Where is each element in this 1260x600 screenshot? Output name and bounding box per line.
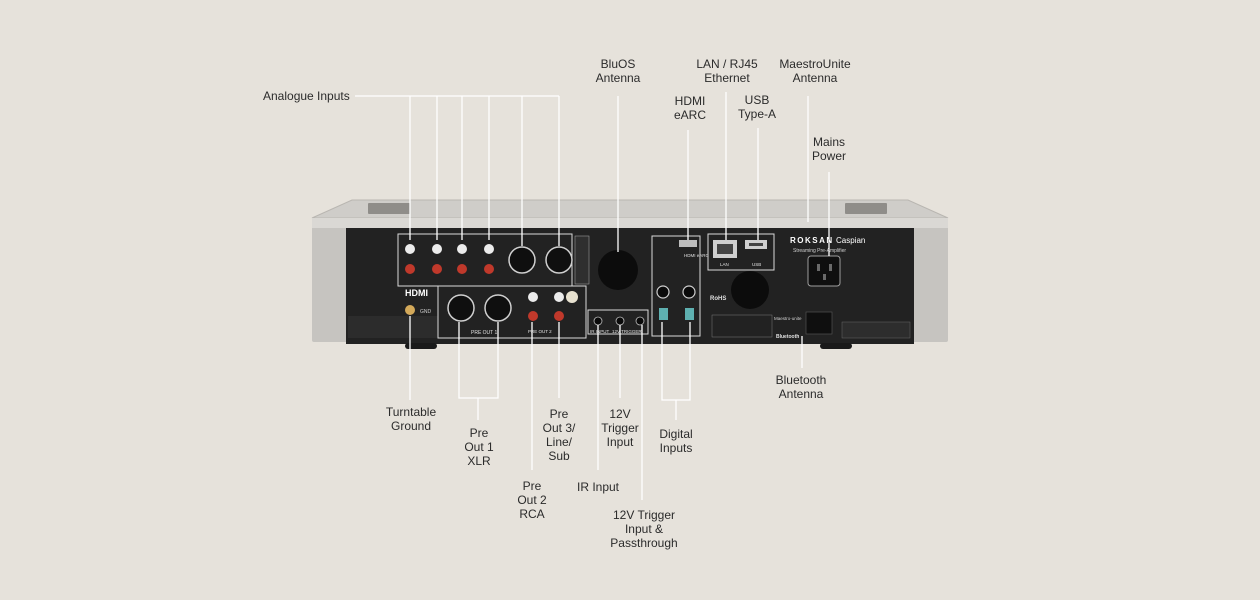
power-block: ROKSAN Caspian Streaming Pre-Amplifier M… [711,236,911,340]
rca-out-3-right [554,311,564,321]
inlet-pin-3 [823,274,826,280]
rca-jack-a2-left [484,244,494,254]
rohs-mark: RoHS [710,296,726,302]
right-vent [845,203,887,214]
label-mains-power: Mains Power [811,135,847,163]
right-side-panel [912,226,948,342]
trigger-in-jack [615,316,625,326]
lan-panel-label: LAN [720,262,729,267]
hdmi-logo: HDMI [405,288,428,298]
digital-block: HDMI eARC [651,235,710,337]
output-block: HDMI GND PRE OUT 1 PRE OUT 2 [348,285,587,339]
label-12v-trigger-input: 12V Trigger Input [601,407,639,449]
optical-d4 [685,308,694,320]
label-pre-out-1-xlr: Pre Out 1 XLR [464,426,494,468]
label-ir-input: IR Input [576,480,620,494]
bluetooth-mark: Bluetooth [776,334,799,340]
model-subtitle: Streaming Pre-Amplifier [793,248,846,254]
label-bluetooth-antenna: Bluetooth Antenna [775,373,827,401]
usb-port-socket [749,243,763,246]
rca-out-2-right [528,311,538,321]
label-pre-out-2-rca: Pre Out 2 RCA [517,479,547,521]
rca-out-3-left [554,292,564,302]
sub-out-jack [566,291,578,303]
left-label-plate [348,316,438,338]
rca-jack-a1-left [457,244,467,254]
inlet-pin-1 [817,264,820,271]
label-turntable-ground: Turntable Ground [385,405,437,433]
model-name: Caspian [836,236,865,245]
network-block: LAN USB RoHS [707,233,775,309]
label-lan-ethernet: LAN / RJ45 Ethernet [696,57,758,85]
left-side-panel [312,226,348,342]
brand-name: ROKSAN [790,236,834,245]
coax-d1 [656,285,670,299]
ground-post [405,305,415,315]
bluetooth-antenna-port [805,311,833,335]
analogue-input-block [397,233,590,287]
label-usb-type-a: USB Type-A [737,93,777,121]
xlr-input-a3-right [545,246,573,274]
iec-mains-inlet [807,255,841,287]
foot-left [405,343,437,349]
pre-out-2-panel-label: PRE OUT 2 [528,329,552,334]
xlr-out-1-right [484,294,512,322]
label-maestrounite-antenna: MaestroUnite Antenna [779,57,851,85]
trigger-out-jack [635,316,645,326]
label-pre-out-3: Pre Out 3/ Line/ Sub [542,407,576,463]
control-block: IR INPUT 12V TRIGGER [587,250,649,335]
hdmi-earc-panel-label: HDMI eARC [684,253,710,258]
rca-jack-mc-right [405,264,415,274]
trigger-panel-label: 12V TRIGGER [612,329,642,334]
left-vent [368,203,410,214]
top-edge [312,218,948,228]
rca-jack-mm-left [432,244,442,254]
foot-right [820,343,852,349]
label-hdmi-earc: HDMI eARC [673,94,707,122]
label-bluos-antenna: BluOS Antenna [595,57,641,85]
label-12v-trigger-passthrough: 12V Trigger Input & Passthrough [610,508,678,550]
rating-plate [841,321,911,339]
optical-d3 [659,308,668,320]
maestrounite-antenna-port [731,271,769,309]
rca-jack-mm-right [432,264,442,274]
rca-jack-mc-left [405,244,415,254]
hdmi-earc-port [679,240,697,247]
rca-jack-a2-right [484,264,494,274]
xlr-out-1-left [447,294,475,322]
analogue-side-label [574,235,590,285]
usb-panel-label: USB [752,262,761,267]
label-analogue-inputs: Analogue Inputs [263,89,350,103]
coax-d2 [682,285,696,299]
rca-jack-a1-right [457,264,467,274]
lan-port-socket [717,244,733,254]
compliance-marks [711,314,773,338]
ir-input-jack [593,316,603,326]
xlr-input-a3-left [508,246,536,274]
inlet-pin-2 [829,264,832,271]
maestro-mark: Maestro-unite [774,316,802,321]
callout-lines [355,92,830,500]
ir-input-panel-label: IR INPUT [590,329,610,334]
bluos-antenna-port [598,250,638,290]
rca-out-2-left [528,292,538,302]
label-digital-inputs: Digital Inputs [659,427,693,455]
pre-out-1-panel-label: PRE OUT 1 [471,330,498,336]
gnd-label: GND [420,309,432,315]
